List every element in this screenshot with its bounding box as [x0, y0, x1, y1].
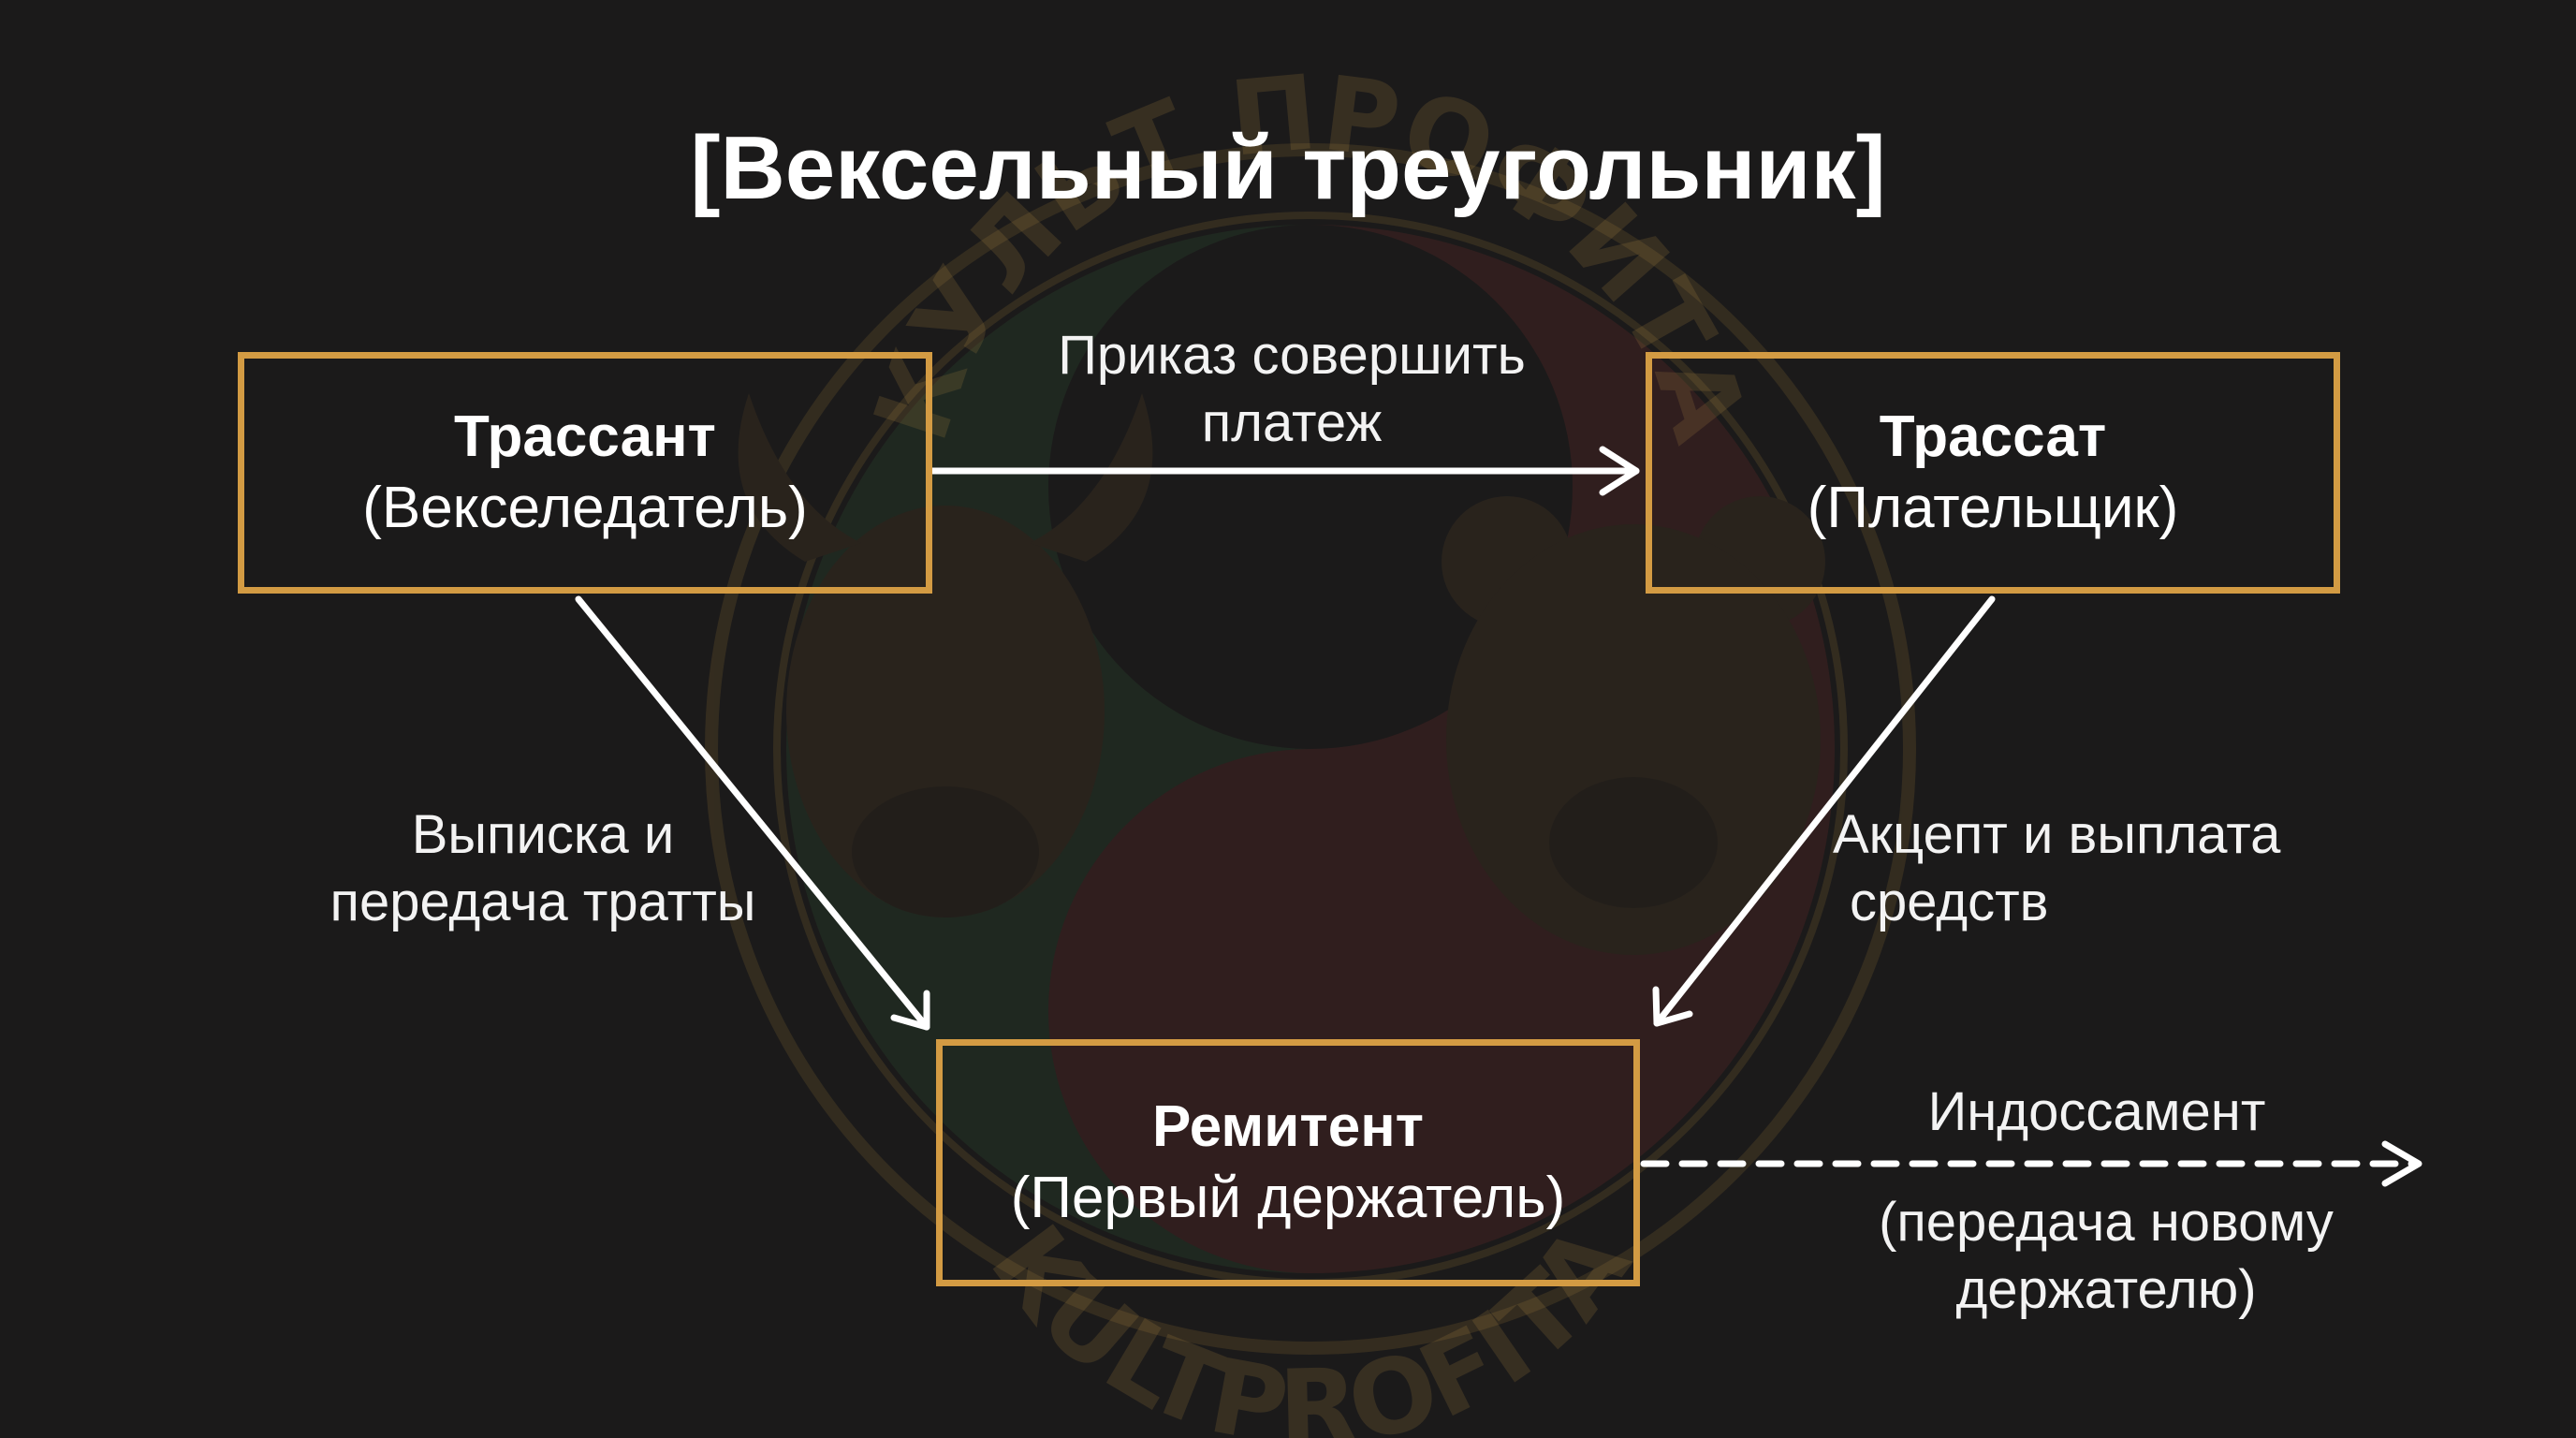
- label-order-line1: Приказ совершить: [1058, 325, 1526, 386]
- arrow-order: [929, 446, 1640, 496]
- node-payee-name: Ремитент: [1151, 1094, 1425, 1159]
- label-order: Приказ совершить платеж: [992, 322, 1591, 457]
- emblem-green-half: [786, 225, 1573, 1273]
- node-drawer: Трассант (Векселедатель): [238, 352, 932, 594]
- label-order-line2: платеж: [1201, 392, 1383, 453]
- bull-head-icon: [738, 393, 1153, 917]
- label-endorsement-title: Индоссамент: [1844, 1078, 2349, 1146]
- label-endorsement-line2: (передача новому: [1879, 1192, 2334, 1253]
- emblem-red-half: [1048, 225, 1835, 1273]
- node-drawee: Трассат (Плательщик): [1646, 352, 2340, 594]
- node-drawee-role: (Плательщик): [1807, 476, 2179, 540]
- arrow-endorsement: [1640, 1140, 2422, 1187]
- node-drawer-role: (Векселедатель): [362, 476, 808, 540]
- label-accept-line2: средств: [1850, 872, 2049, 932]
- node-payee-role: (Первый держатель): [1010, 1166, 1566, 1230]
- arrow-accept: [1652, 595, 1996, 1027]
- label-endorsement-note: (передача новому держателю): [1807, 1189, 2406, 1324]
- emblem-outer-ring: [705, 143, 1916, 1355]
- bear-head-icon: [1442, 496, 1825, 955]
- node-payee: Ремитент (Первый держатель): [936, 1039, 1640, 1286]
- label-endorsement-line1: Индоссамент: [1927, 1081, 2266, 1142]
- node-drawee-name: Трассат: [1879, 404, 2107, 469]
- label-issue-line2: передача тратты: [329, 872, 756, 932]
- label-endorsement-line3: держателю): [1955, 1259, 2257, 1320]
- label-issue-line1: Выписка и: [411, 804, 675, 865]
- label-accept: Акцепт и выплата средств: [1833, 801, 2394, 936]
- label-accept-line1: Акцепт и выплата: [1833, 804, 2281, 865]
- arrow-issue: [575, 595, 930, 1031]
- node-drawer-name: Трассант: [454, 404, 716, 469]
- diagram-title: [Вексельный треугольник]: [690, 118, 1886, 218]
- label-issue: Выписка и передача тратты: [281, 801, 805, 936]
